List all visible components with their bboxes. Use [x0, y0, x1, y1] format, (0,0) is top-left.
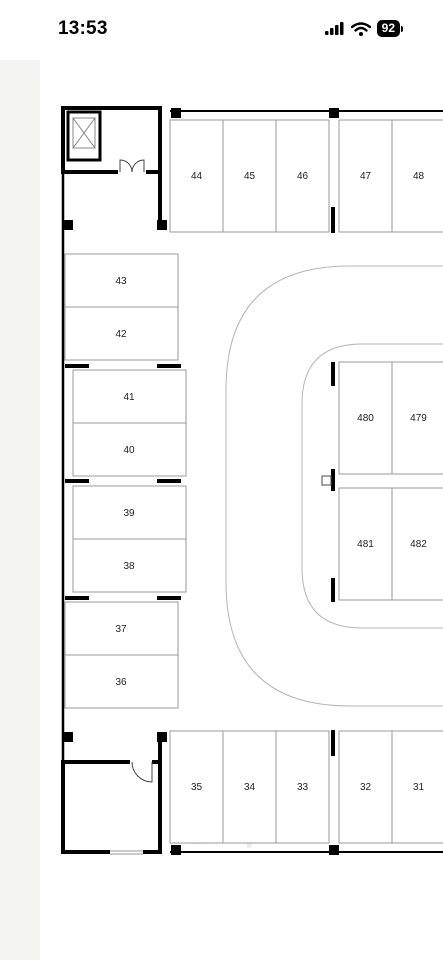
spot-label: 31 [413, 782, 425, 793]
parking-spot[interactable]: 481 [338, 487, 393, 601]
wifi-icon [350, 21, 371, 36]
parking-spot[interactable]: 34 [222, 730, 277, 844]
parking-spot[interactable]: 480 [338, 361, 393, 475]
parking-spot[interactable]: 39 [72, 485, 187, 540]
spot-label: 482 [410, 539, 427, 550]
elevator-room-top [61, 106, 162, 175]
battery-level: 92 [376, 20, 400, 37]
spot-label: 36 [115, 677, 127, 688]
spot-label: 35 [191, 782, 203, 793]
parking-spot[interactable]: 38 [72, 538, 187, 593]
spot-label: 45 [244, 171, 256, 182]
parking-spot[interactable]: 482 [391, 487, 443, 601]
parking-spot[interactable]: 48 [391, 119, 443, 233]
lane-inner [301, 343, 443, 629]
left-gutter [0, 60, 40, 960]
spot-label: 479 [410, 413, 427, 424]
parking-spot[interactable]: 47 [338, 119, 393, 233]
spot-label: 46 [297, 171, 309, 182]
parking-spot[interactable]: 35 [169, 730, 224, 844]
parking-spot[interactable]: 31 [391, 730, 443, 844]
spot-label: 38 [123, 561, 135, 572]
spot-label: 480 [357, 413, 374, 424]
spot-label: 39 [123, 508, 135, 519]
parking-spot[interactable]: 33 [275, 730, 330, 844]
parking-spot[interactable]: 37 [64, 601, 179, 656]
parking-spot[interactable]: 45 [222, 119, 277, 233]
spot-label: 37 [115, 624, 127, 635]
signal-icon [324, 22, 344, 35]
columns [63, 108, 339, 855]
bottom-row-spots[interactable]: 35 34 33 32 31 [169, 730, 443, 844]
spot-label: 34 [244, 782, 256, 793]
parking-spot[interactable]: 46 [275, 119, 330, 233]
parking-spot[interactable]: 40 [72, 422, 187, 477]
spot-label: 48 [413, 171, 425, 182]
battery-icon: 92 [376, 20, 403, 37]
pillar-marker [321, 475, 332, 486]
spot-label: 43 [115, 276, 127, 287]
spot-label: 33 [297, 782, 309, 793]
parking-spot[interactable]: 42 [64, 306, 179, 361]
left-column-spots[interactable]: 43 42 41 40 39 38 37 36 [64, 253, 187, 709]
parking-spot[interactable]: 479 [391, 361, 443, 475]
spot-label: 42 [115, 329, 127, 340]
spot-label: 41 [123, 392, 135, 403]
battery-cap [401, 25, 403, 32]
door-arc-icon [131, 761, 153, 783]
parking-spot[interactable]: 44 [169, 119, 224, 233]
spot-label: 32 [360, 782, 372, 793]
spot-label: 47 [360, 171, 372, 182]
parking-spot[interactable]: 36 [64, 654, 179, 709]
top-row-spots[interactable]: 44 45 46 47 48 [169, 119, 443, 233]
spot-label: 40 [123, 445, 135, 456]
parking-spot[interactable]: 41 [72, 369, 187, 424]
parking-spot[interactable]: 43 [64, 253, 179, 308]
status-time: 13:53 [58, 18, 108, 39]
stair-room-bottom [61, 759, 162, 855]
spot-label: 481 [357, 539, 374, 550]
parking-spot[interactable]: 32 [338, 730, 393, 844]
lane-outer [225, 265, 443, 707]
status-bar: 13:53 92 [0, 0, 443, 60]
spot-label: 44 [191, 171, 203, 182]
status-icons: 92 [324, 20, 403, 37]
island-spots[interactable]: 480 479 481 482 [338, 361, 443, 601]
